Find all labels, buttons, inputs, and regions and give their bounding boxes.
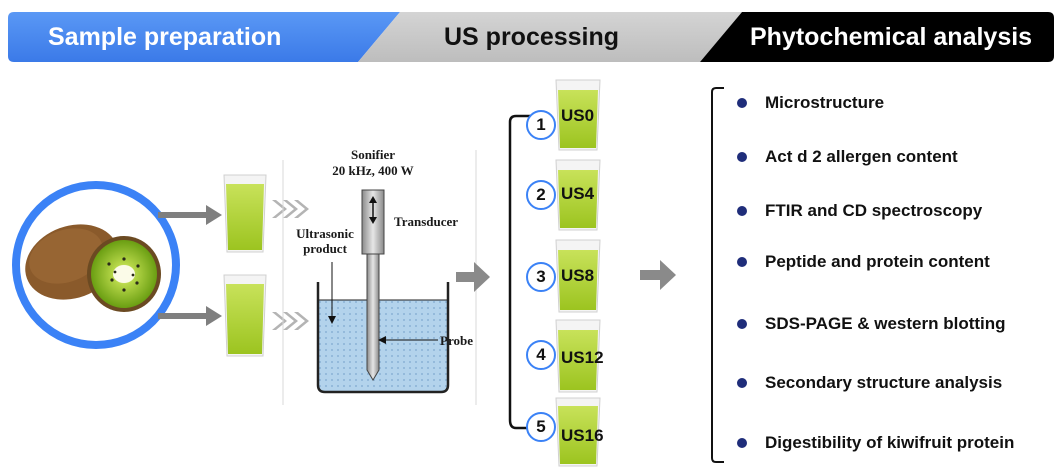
juice-glass — [223, 174, 267, 253]
samples-bracket — [508, 114, 540, 430]
analysis-item: Secondary structure analysis — [737, 372, 1002, 394]
sample-number: 2 — [526, 180, 556, 210]
bullet-icon — [737, 378, 747, 388]
sample-label: US12 — [561, 348, 604, 367]
sample-label: US4 — [561, 184, 595, 203]
analyses-bracket — [711, 87, 724, 463]
ultrasonic-product-label: Ultrasonic product — [296, 226, 354, 256]
bullet-icon — [737, 152, 747, 162]
bullet-icon — [737, 257, 747, 267]
stage-sample-preparation: Sample preparation — [48, 23, 282, 51]
analysis-item: FTIR and CD spectroscopy — [737, 200, 982, 222]
sample-glasses — [555, 79, 601, 467]
analysis-item: Microstructure — [737, 92, 884, 114]
stage-phytochemical-bg — [700, 12, 1054, 62]
probe-label: Probe — [440, 333, 473, 348]
kiwi-to-juice-arrows — [158, 205, 222, 326]
sample-number: 3 — [526, 262, 556, 292]
sample-number: 4 — [526, 340, 556, 370]
bullet-icon — [737, 206, 747, 216]
arrow-to-analyses — [640, 260, 676, 290]
stage-us-processing-bg — [358, 12, 742, 62]
sample-label: US16 — [561, 426, 604, 445]
stage-phytochemical-analysis: Phytochemical analysis — [750, 23, 1033, 51]
analysis-item: Act d 2 allergen content — [737, 146, 958, 168]
transducer-label: Transducer — [394, 214, 459, 229]
arrow-to-samples — [456, 262, 490, 292]
sonifier-title: Sonifier 20 kHz, 400 W — [332, 147, 414, 178]
analysis-item: SDS-PAGE & western blotting — [737, 313, 1006, 335]
bullet-icon — [737, 98, 747, 108]
bullet-icon — [737, 438, 747, 448]
analysis-item: Digestibility of kiwifruit protein — [737, 432, 1014, 454]
bullet-icon — [737, 319, 747, 329]
sample-number: 1 — [526, 110, 556, 140]
sample-label: US0 — [561, 106, 595, 125]
kiwifruit-image — [12, 181, 180, 349]
process-banner — [8, 12, 1054, 62]
sample-label: US8 — [561, 266, 595, 285]
stage-us-processing: US processing — [444, 23, 620, 51]
analysis-item: Peptide and protein content — [737, 251, 990, 273]
stage-sample-preparation-bg — [8, 12, 400, 62]
chevron-arrows — [272, 200, 309, 330]
juice-glass — [223, 274, 267, 357]
sonifier-diagram — [282, 150, 477, 405]
sample-number: 5 — [526, 412, 556, 442]
